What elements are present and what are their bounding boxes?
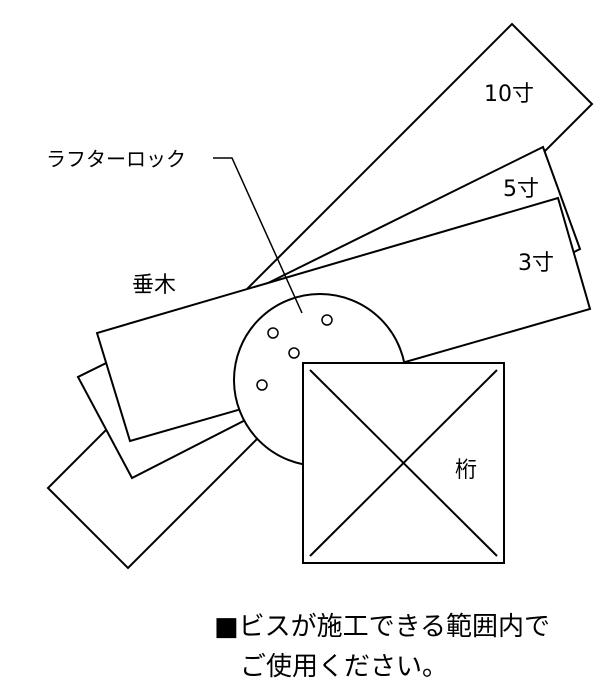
label-3sun: 3寸 bbox=[518, 251, 554, 276]
screw-hole bbox=[321, 314, 333, 326]
label-rafter-lock: ラフターロック bbox=[46, 147, 186, 171]
label-5sun: 5寸 bbox=[503, 177, 539, 202]
note-line-1: ビスが施工できる範囲内で bbox=[238, 612, 551, 642]
rafter-lock-leader-line bbox=[213, 157, 303, 314]
note-marker: ■ bbox=[214, 612, 239, 642]
label-10sun: 10寸 bbox=[484, 82, 534, 107]
note-line-2: ご使用ください。 bbox=[240, 652, 449, 682]
usage-note: ■ビスが施工できる範囲内で ご使用ください。 bbox=[214, 607, 594, 687]
screw-hole bbox=[288, 347, 300, 359]
screw-hole bbox=[256, 379, 268, 391]
label-keta: 桁 bbox=[455, 458, 477, 483]
label-taruki: 垂木 bbox=[132, 273, 176, 298]
keta-diagonal-2 bbox=[309, 369, 498, 557]
screw-hole bbox=[267, 327, 279, 339]
